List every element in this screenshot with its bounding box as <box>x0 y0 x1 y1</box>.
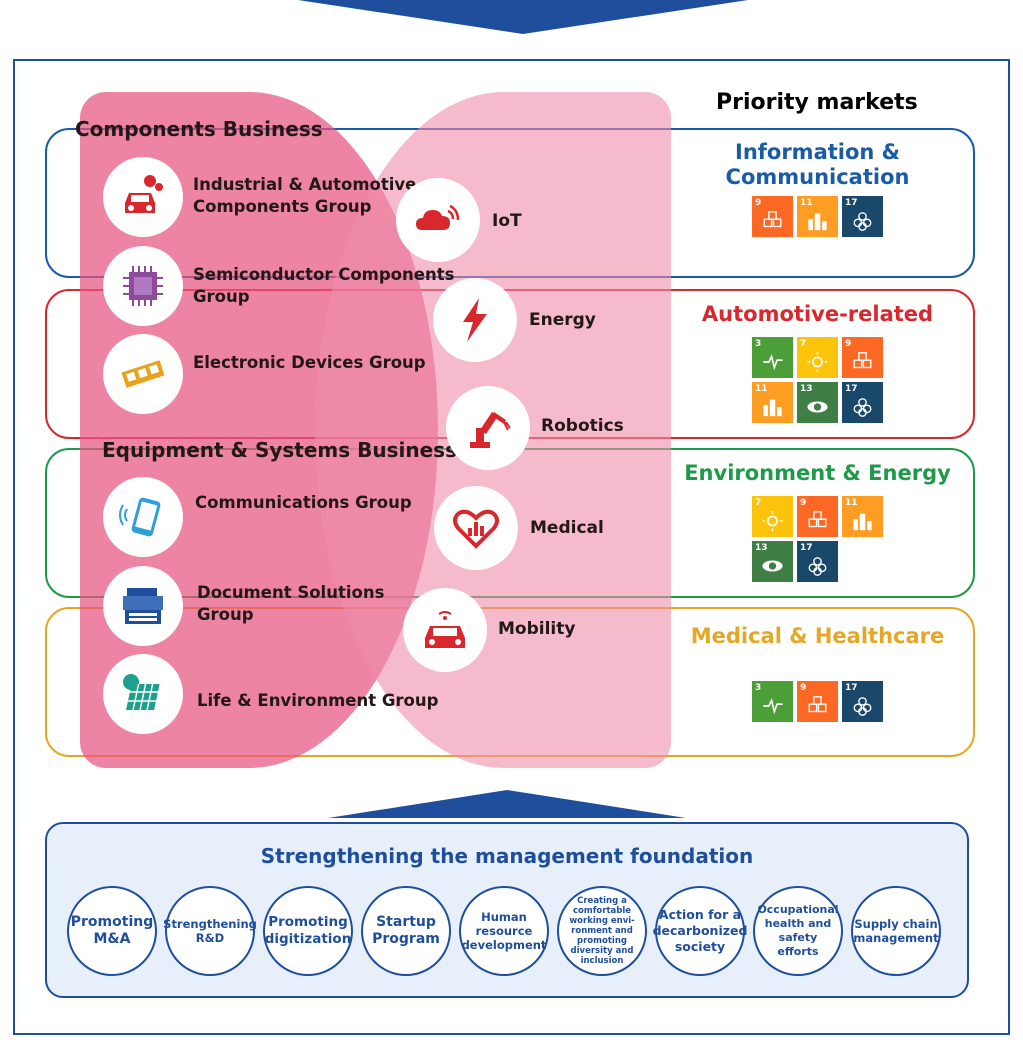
cloud-wifi-icon <box>396 178 480 262</box>
priority-information-communication: Information & Communication <box>725 140 910 189</box>
lightning-icon <box>433 278 517 362</box>
foundation-item-rd: Strengthening R&D <box>163 886 257 976</box>
foundation-item-startup: Startup Program <box>361 886 451 976</box>
foundation-title: Strengthening the management foundation <box>260 844 754 868</box>
heart-chart-icon <box>434 486 518 570</box>
market-iot: IoT <box>492 211 522 231</box>
sdg-13-icon: 13 <box>752 541 793 582</box>
priority-markets-title: Priority markets <box>716 90 918 115</box>
sdg-17-icon: 17 <box>797 541 838 582</box>
top-arrow <box>298 0 748 34</box>
priority-environment-energy: Environment & Energy <box>684 461 951 485</box>
group-electronic-devices: Electronic Devices Group <box>193 353 426 372</box>
group-semiconductor: Semiconductor Components Group <box>193 265 455 306</box>
group-communications: Communications Group <box>195 493 412 512</box>
sdg-9-icon: 9 <box>797 681 838 722</box>
sdg-11-icon: 11 <box>797 196 838 237</box>
foundation-item-human-resource: Human resource development <box>459 886 549 976</box>
device-icon <box>103 334 183 414</box>
market-mobility: Mobility <box>498 619 576 639</box>
robot-arm-icon <box>446 386 530 470</box>
market-energy: Energy <box>529 310 596 330</box>
sdg-3-icon: 3 <box>752 681 793 722</box>
group-life-environment: Life & Environment Group <box>197 691 439 710</box>
market-robotics: Robotics <box>541 416 624 436</box>
sdg-7-icon: 7 <box>797 337 838 378</box>
group-document-solutions: Document Solutions Group <box>197 583 385 624</box>
priority-medical-healthcare: Medical & Healthcare <box>690 624 945 648</box>
sdg-11-icon: 11 <box>752 382 793 423</box>
sdg-9-icon: 9 <box>797 496 838 537</box>
foundation-item-ma: Promoting M&A <box>67 886 157 976</box>
sdg-3-icon: 3 <box>752 337 793 378</box>
components-business-title: Components Business <box>75 117 323 141</box>
foundation-item-supply-chain: Supply chain management <box>851 886 941 976</box>
sdg-17-icon: 17 <box>842 681 883 722</box>
foundation-item-digitization: Promoting digitization <box>263 886 353 976</box>
sdg-9-icon: 9 <box>752 196 793 237</box>
sdg-9-icon: 9 <box>842 337 883 378</box>
sdg-7-icon: 7 <box>752 496 793 537</box>
priority-automotive: Automotive-related <box>701 302 934 326</box>
equipment-business-title: Equipment & Systems Business <box>102 438 457 462</box>
sdg-17-icon: 17 <box>842 382 883 423</box>
chip-icon <box>103 246 183 326</box>
foundation-item-health-safety: Occupational health and safety efforts <box>753 886 843 976</box>
market-medical: Medical <box>530 518 604 538</box>
sdg-11-icon: 11 <box>842 496 883 537</box>
printer-icon <box>103 566 183 646</box>
group-industrial-automotive: Industrial & Automotive Components Group <box>193 175 417 216</box>
diagram-frame <box>13 59 1010 1035</box>
connected-car-icon <box>403 588 487 672</box>
foundation-panel: Strengthening the management foundation … <box>45 822 969 998</box>
foundation-item-working-environment: Creating a comfortable working envi- ron… <box>557 886 647 976</box>
foundation-item-decarbonized: Action for a decarbonized society <box>653 886 747 976</box>
sdg-13-icon: 13 <box>797 382 838 423</box>
solar-panel-icon <box>103 654 183 734</box>
sdg-17-icon: 17 <box>842 196 883 237</box>
car-gear-icon <box>103 157 183 237</box>
phone-icon <box>103 477 183 557</box>
